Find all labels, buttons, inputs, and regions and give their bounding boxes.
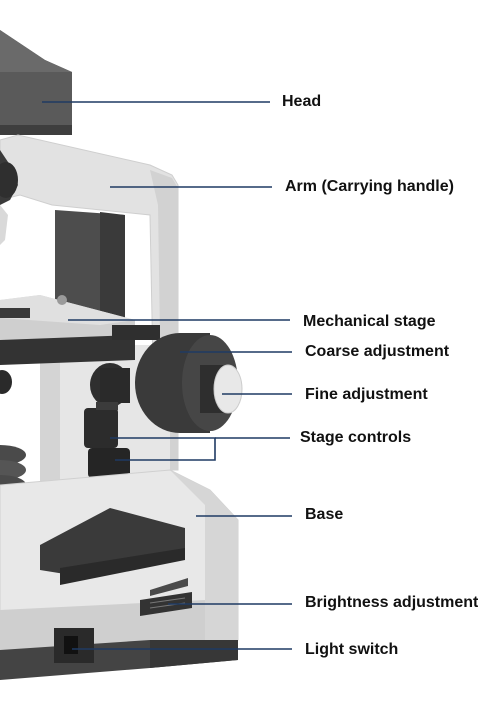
label-fine-adjustment: Fine adjustment <box>305 386 428 403</box>
label-coarse-adjustment: Coarse adjustment <box>305 343 450 360</box>
mechanical-stage-part <box>0 295 160 365</box>
label-light-switch: Light switch <box>305 641 399 658</box>
leader-lines <box>42 101 292 650</box>
label-brightness-adjustment: Brightness adjustment <box>305 594 478 611</box>
label-head: Head <box>282 93 322 110</box>
label-mechanical-stage: Mechanical stage <box>303 313 436 330</box>
adjustment-knobs <box>90 333 243 433</box>
base-part <box>0 469 239 680</box>
stage-controls-part <box>84 402 130 478</box>
leader-stage-controls <box>110 437 216 461</box>
head-part <box>0 30 72 135</box>
label-stage-controls: Stage controls <box>300 429 412 446</box>
label-arm: Arm (Carrying handle) <box>285 178 454 195</box>
label-base: Base <box>305 506 344 523</box>
